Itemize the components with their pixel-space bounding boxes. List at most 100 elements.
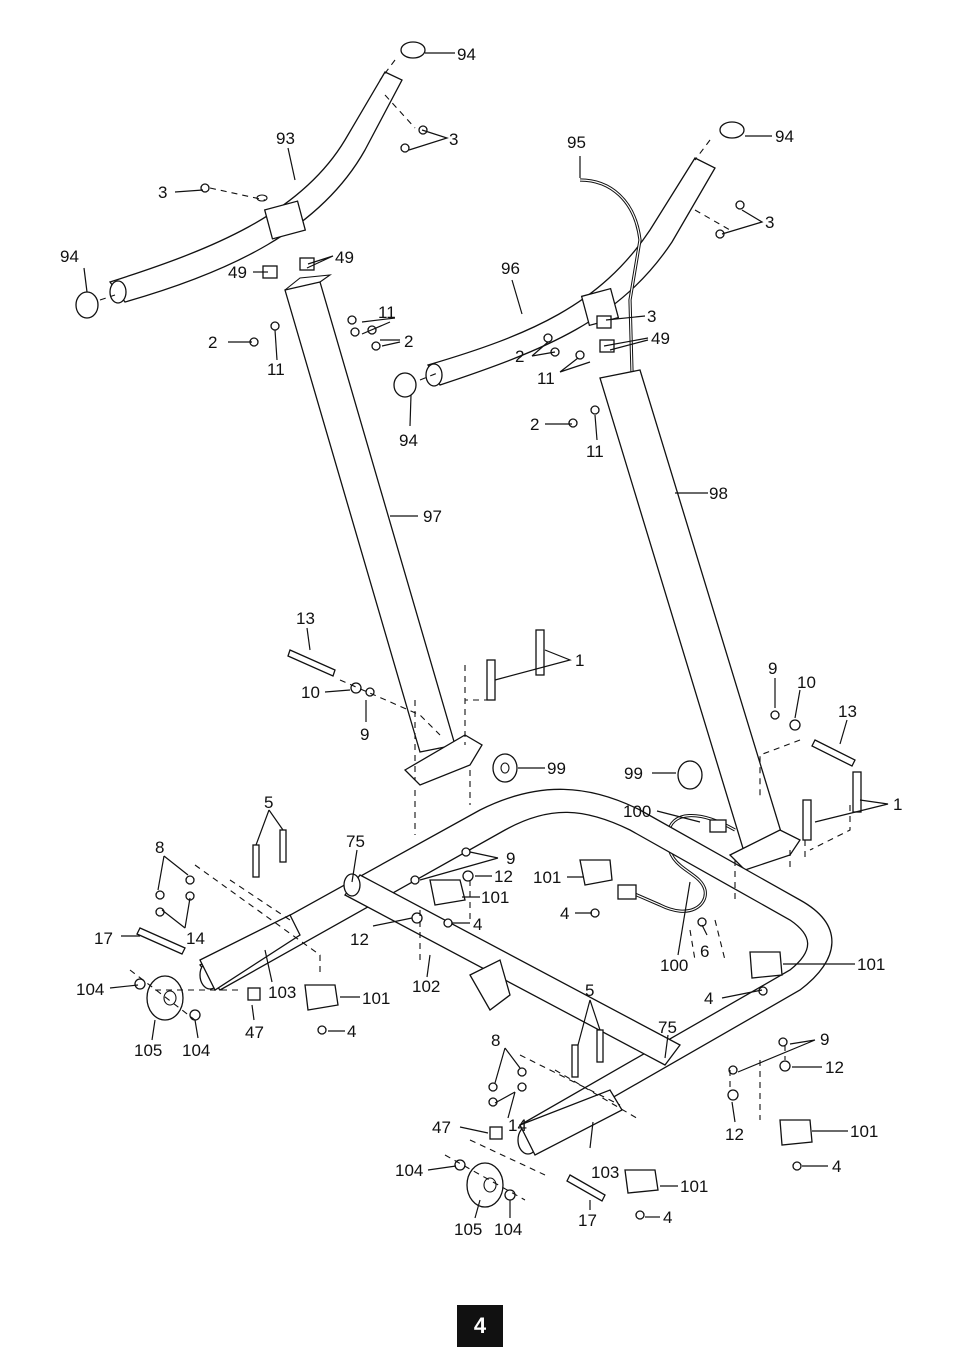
wheel-105-left xyxy=(146,975,184,1021)
upright-97 xyxy=(284,274,483,786)
callout-3: 3 xyxy=(158,183,167,202)
callout-14: 14 xyxy=(186,929,205,948)
callout-100: 100 xyxy=(623,802,651,821)
left-handlebar-93 xyxy=(108,71,403,304)
callout-17: 17 xyxy=(94,929,113,948)
callout-94: 94 xyxy=(399,431,418,450)
callout-2: 2 xyxy=(404,332,413,351)
callout-49: 49 xyxy=(335,248,354,267)
foot-101-a xyxy=(429,879,466,906)
callout-4: 4 xyxy=(473,915,482,934)
bolt-17-right xyxy=(566,1174,606,1202)
callout-101: 101 xyxy=(362,989,390,1008)
callout-4: 4 xyxy=(832,1157,841,1176)
callout-2: 2 xyxy=(208,333,217,352)
callout-103: 103 xyxy=(268,983,296,1002)
callout-49: 49 xyxy=(228,263,247,282)
callout-98: 98 xyxy=(709,484,728,503)
callout-4: 4 xyxy=(560,904,569,923)
callout-101: 101 xyxy=(850,1122,878,1141)
callout-6: 6 xyxy=(700,942,709,961)
callout-1: 1 xyxy=(575,651,584,670)
callout-101: 101 xyxy=(481,888,509,907)
callout-97: 97 xyxy=(423,507,442,526)
bolts-1-left xyxy=(486,629,545,701)
upright-98 xyxy=(599,369,801,871)
callout-5: 5 xyxy=(585,981,594,1000)
callout-104: 104 xyxy=(76,980,104,999)
callout-94: 94 xyxy=(457,45,476,64)
callout-105: 105 xyxy=(454,1220,482,1239)
callout-104: 104 xyxy=(395,1161,423,1180)
foot-101-b xyxy=(579,859,613,886)
callout-94: 94 xyxy=(60,247,79,266)
cable-95 xyxy=(579,178,642,373)
bolt-13-left xyxy=(287,649,336,677)
bolts-1-right xyxy=(802,771,862,841)
callout-47: 47 xyxy=(245,1023,264,1042)
bolts-5-right xyxy=(571,1029,604,1078)
callout-12: 12 xyxy=(494,867,513,886)
small-hardware xyxy=(134,125,802,1220)
callout-101: 101 xyxy=(533,868,561,887)
crossbar-102 xyxy=(343,873,681,1066)
callout-10: 10 xyxy=(797,673,816,692)
callout-11: 11 xyxy=(378,303,396,322)
callout-9: 9 xyxy=(506,849,515,868)
callout-13: 13 xyxy=(296,609,315,628)
callout-4: 4 xyxy=(663,1208,672,1227)
callout-9: 9 xyxy=(360,725,369,744)
callout-99: 99 xyxy=(547,759,566,778)
callout-75: 75 xyxy=(658,1018,677,1037)
leader-lines xyxy=(83,52,889,1219)
callout-11: 11 xyxy=(267,360,285,379)
callout-105: 105 xyxy=(134,1041,162,1060)
end-cap-94-right xyxy=(393,372,417,398)
callout-101: 101 xyxy=(680,1177,708,1196)
callout-4: 4 xyxy=(347,1022,356,1041)
callout-11: 11 xyxy=(537,369,555,388)
callout-49: 49 xyxy=(651,329,670,348)
callout-104: 104 xyxy=(182,1041,210,1060)
callout-3: 3 xyxy=(449,130,458,149)
stabilizer-103-left xyxy=(199,914,301,991)
end-cap-94-left xyxy=(75,291,99,319)
callout-95: 95 xyxy=(567,133,586,152)
wire-harness-100 xyxy=(617,814,736,913)
callout-102: 102 xyxy=(412,977,440,996)
callout-17: 17 xyxy=(578,1211,597,1230)
foot-101-f xyxy=(624,1169,659,1194)
wheel-105-right xyxy=(466,1162,504,1208)
callout-96: 96 xyxy=(501,259,520,278)
callout-12: 12 xyxy=(350,930,369,949)
right-handlebar-96 xyxy=(425,157,716,387)
end-cap-94-left-top xyxy=(400,41,426,59)
page-number: 4 xyxy=(457,1305,503,1347)
callout-10: 10 xyxy=(301,683,320,702)
foot-101-e xyxy=(779,1119,813,1146)
callout-75: 75 xyxy=(346,832,365,851)
callout-8: 8 xyxy=(155,838,164,857)
callout-9: 9 xyxy=(820,1030,829,1049)
callout-104: 104 xyxy=(494,1220,522,1239)
callout-5: 5 xyxy=(264,793,273,812)
callout-99: 99 xyxy=(624,764,643,783)
callout-103: 103 xyxy=(591,1163,619,1182)
callout-3: 3 xyxy=(765,213,774,232)
callout-101: 101 xyxy=(857,955,885,974)
callout-100: 100 xyxy=(660,956,688,975)
callout-8: 8 xyxy=(491,1031,500,1050)
callout-9: 9 xyxy=(768,659,777,678)
foot-101-c xyxy=(749,951,783,979)
foot-101-d xyxy=(304,984,339,1011)
assembly-guide-lines xyxy=(99,59,851,1201)
pad-99-right xyxy=(677,760,703,790)
bolts-5-left xyxy=(252,829,287,878)
callout-labels: 94 3 93 3 94 49 49 11 2 2 11 95 94 3 96 … xyxy=(60,45,902,1239)
bolt-13-right xyxy=(811,739,856,767)
callout-12: 12 xyxy=(825,1058,844,1077)
callout-93: 93 xyxy=(276,129,295,148)
end-cap-94-right-top xyxy=(719,121,745,139)
callout-13: 13 xyxy=(838,702,857,721)
